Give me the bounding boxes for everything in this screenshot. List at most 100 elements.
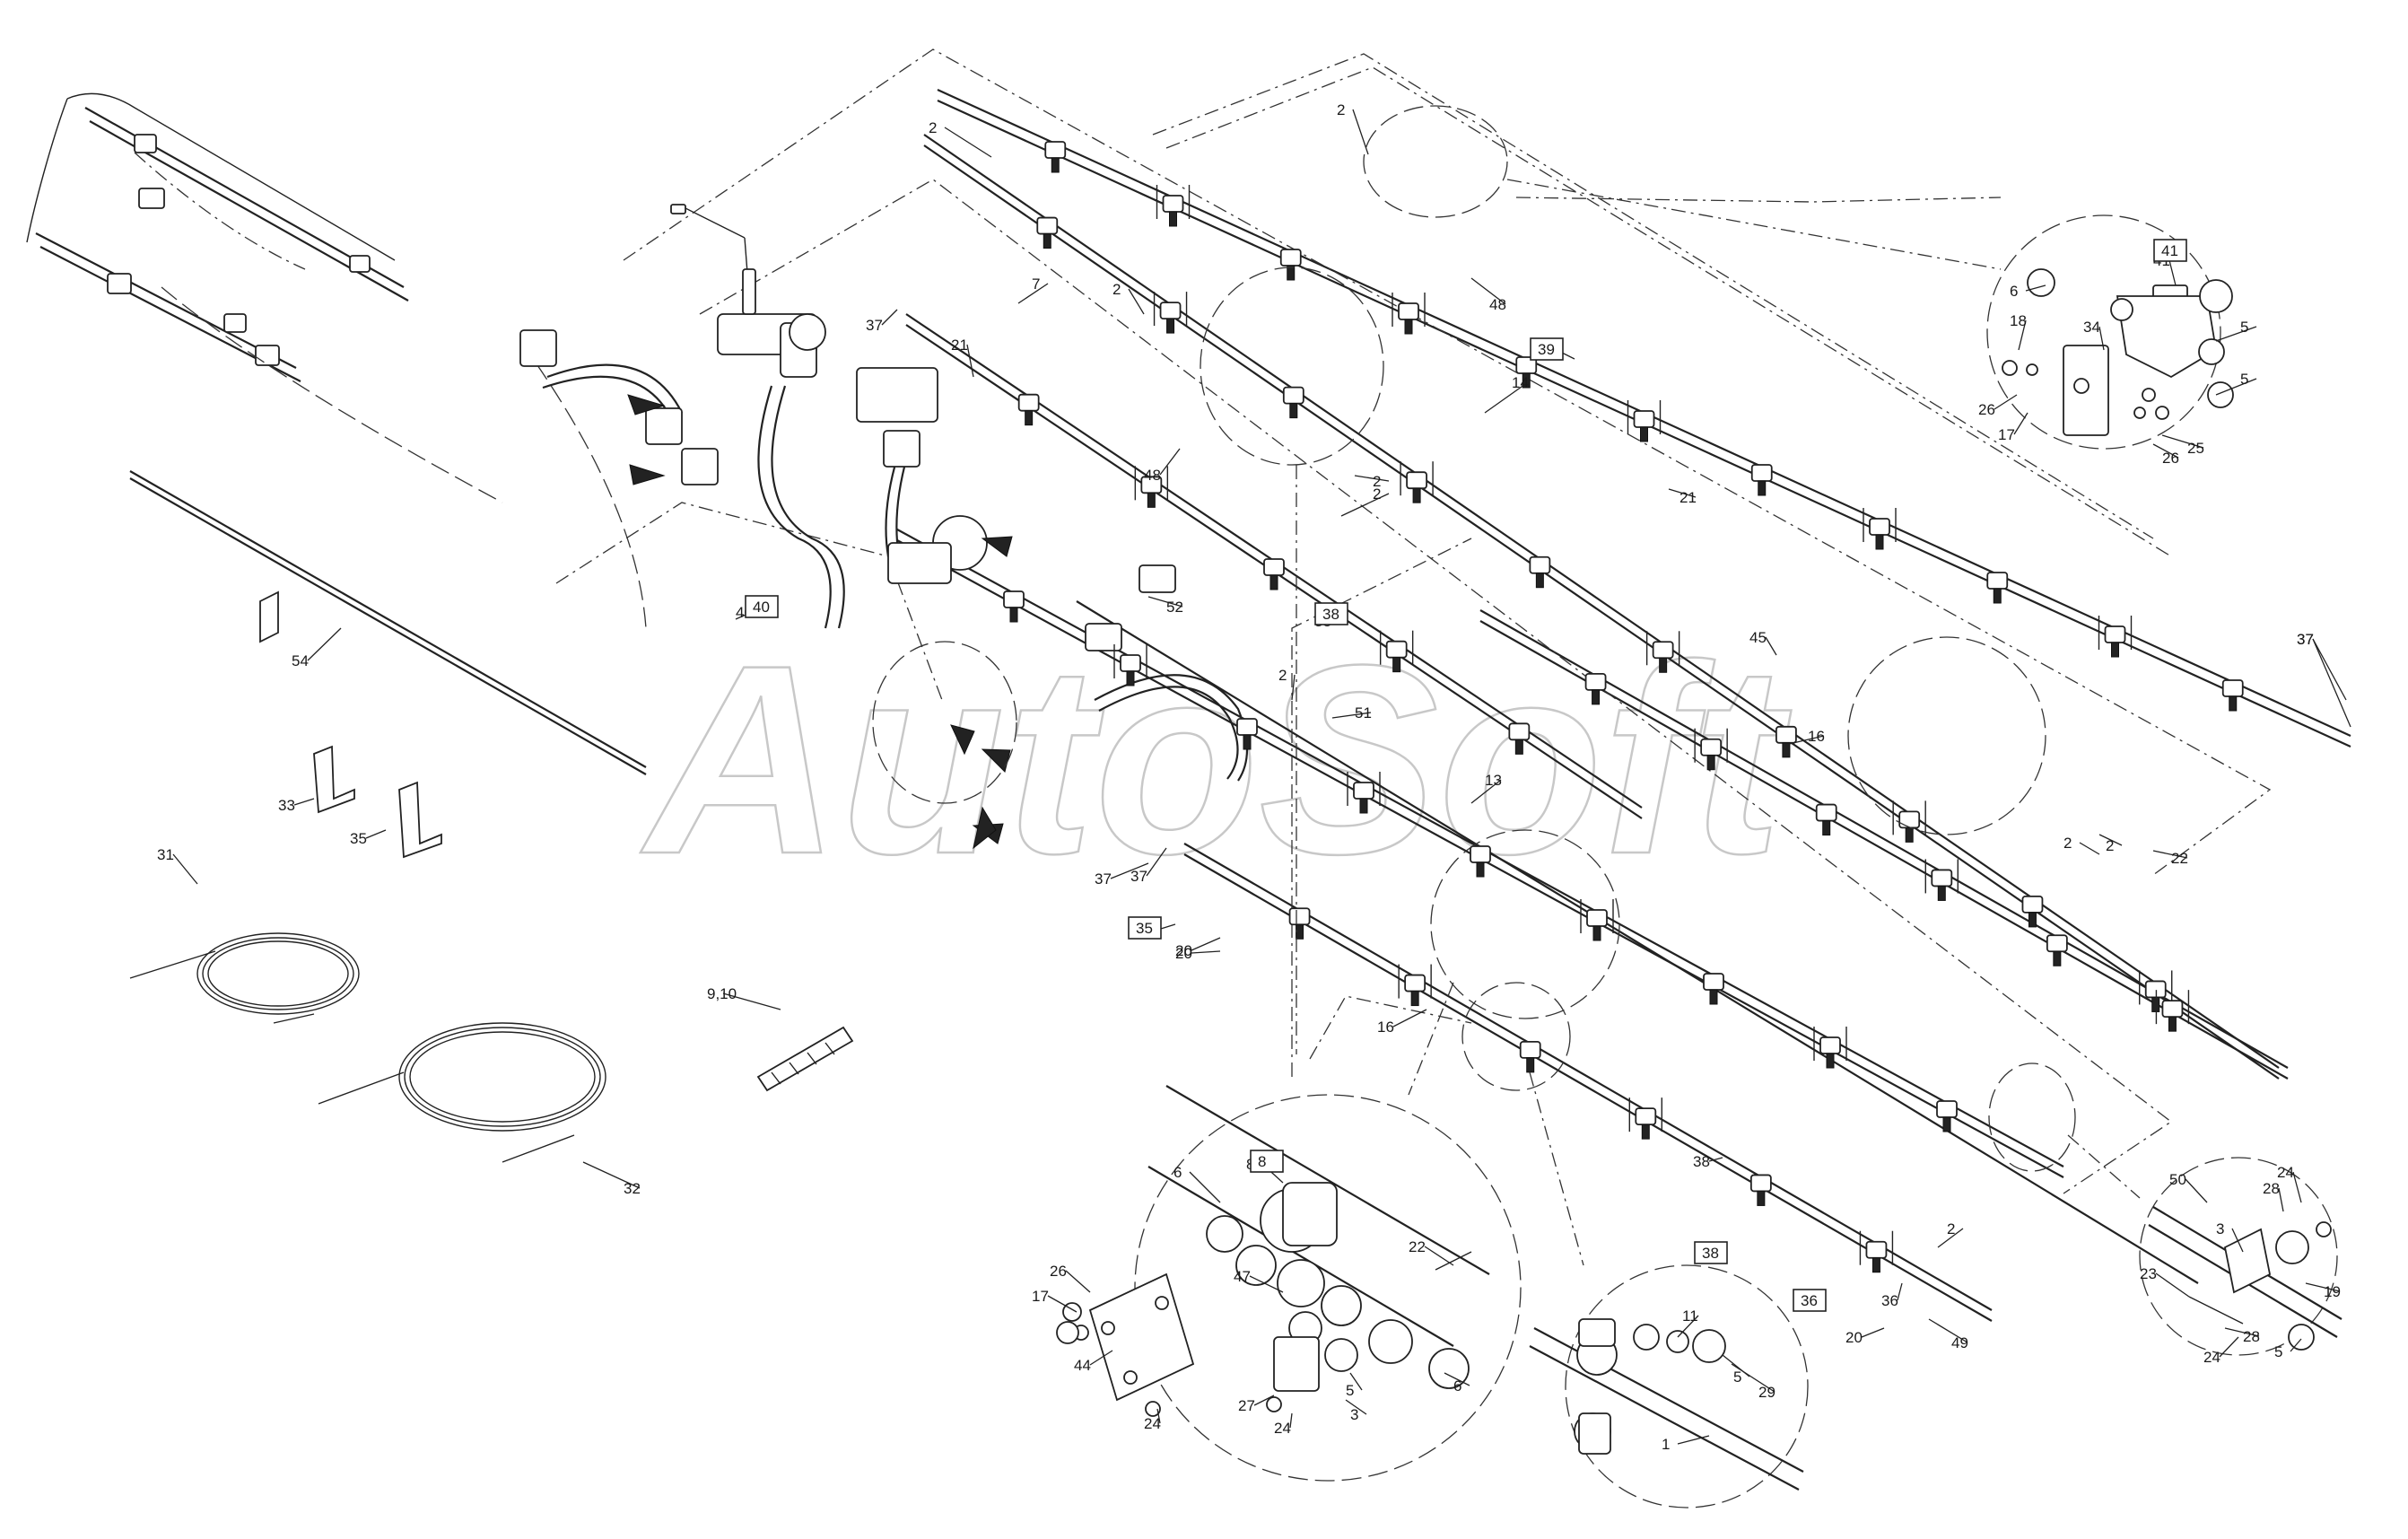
callout-leader [1677,1315,1699,1338]
nozzle-body [1379,630,1414,673]
callout-label: 27 [1238,1397,1255,1414]
callout-leader [1708,1157,1723,1162]
nozzle-body [1036,216,1059,249]
callout-label: 1 [1662,1436,1670,1453]
callout-label: 17 [1998,426,2015,443]
nozzle-body [1749,1174,1772,1206]
callout-label: 24 [2277,1164,2294,1181]
nozzle-body [1156,185,1191,227]
nozzle-body [1398,964,1432,1007]
detail-circle-right-small [1988,1062,2076,1172]
callout-label: 16 [1377,1019,1394,1036]
callout-label: 20 [1175,945,1192,962]
callout-label: 2 [1278,667,1287,684]
nozzle-body [1627,400,1662,442]
flow-arrows [627,394,1013,850]
nozzle-body [2098,616,2133,658]
callout-label: 54 [292,652,309,669]
nozzle-body [2155,990,2190,1032]
callout-label: 2 [1373,485,1381,503]
detail-circle-11 [1565,1264,1809,1508]
callout-leader [2312,638,2347,701]
callout-label: 6 [1453,1377,1461,1395]
callout-label: 24 [1144,1415,1161,1432]
nozzle-body [1936,1100,1958,1132]
loose-parts [129,590,854,1163]
callout-leader [1147,596,1183,608]
callout-leader [944,127,992,158]
callout-label: 26 [1050,1263,1067,1280]
detail-circles [872,105,2338,1508]
callout-leader [582,1161,641,1189]
nozzle-body [1694,728,1728,771]
callout-label: 7 [1032,275,1040,293]
callout-label: 50 [2169,1171,2186,1188]
callout-leader [307,627,342,661]
nozzle-body [1529,555,1551,589]
callout-label: 20 [1845,1329,1863,1346]
callout-leader [722,992,781,1010]
callout-label: 31 [157,846,174,863]
callout-leader [172,853,198,885]
callout-leader [1424,1246,1454,1266]
callout-label: 2 [1337,101,1345,118]
callout-leader [966,344,974,378]
nozzle-body [2139,970,2173,1012]
callout-leader [1345,1399,1367,1415]
nozzle-body [1645,631,1680,673]
callout-label: 45 [1749,629,1767,646]
callout-label: 5 [1733,1368,1741,1386]
nozzle-body [1113,644,1147,686]
detail-8-parts [1056,1085,1490,1417]
nozzle-body [1288,907,1311,940]
callout-label: 29 [1758,1384,1775,1401]
boxed-callout: 38 [1694,1241,1728,1264]
callout-label: 2 [1112,281,1121,298]
svg-text:38: 38 [1322,606,1339,623]
callout-label: 37 [866,317,883,334]
nozzle-body [1347,772,1381,814]
callout-leader [1331,712,1372,719]
callout-label: 48 [1489,296,1506,313]
nozzle-body [1519,1040,1541,1073]
callout-leader [1484,381,1529,414]
nozzle-body [1892,800,1926,843]
callout-leader [2018,319,2027,351]
callout-leader [2168,259,2177,286]
callout-leader [2215,378,2257,396]
callout-label: 26 [1978,401,1995,418]
svg-text:36: 36 [1801,1292,1818,1309]
nozzle-body [1580,899,1614,941]
callout-label: 5 [2240,319,2248,336]
callout-label: 5 [2274,1343,2282,1360]
callout-leader [2185,1178,2208,1203]
callout-label: 2 [2106,837,2114,854]
callout-label: 16 [1808,728,1825,745]
detail-circle-41 [1986,214,2221,450]
callout-leader [1392,1009,1427,1027]
detail-41-parts [2002,268,2234,436]
valve-manifold [519,204,1249,782]
callout-label: 14 [1512,374,1529,391]
callout-leader [2312,638,2351,728]
callout-leader [293,798,315,806]
callout-leader [1191,950,1221,954]
callout-label: 5 [2240,371,2248,388]
callout-leader [1994,394,2018,410]
callout-label: 32 [624,1180,641,1197]
callout-label: 5 [1346,1382,1354,1399]
callout-leader [881,309,898,326]
callout-leader [2292,1171,2302,1203]
callout-label: 6 [2010,283,2018,300]
nozzle-body [1470,845,1491,878]
callout-leader [1928,1318,1968,1343]
callout-leader [2079,842,2100,855]
callout-leader [1065,1270,1091,1293]
callout-leader [1253,1395,1275,1406]
nozzle-body [1515,356,1538,389]
callout-label: 33 [278,797,295,814]
nozzle-body [1279,249,1302,281]
nozzle-body [1750,464,1773,496]
detail-circle-upper [1200,267,1384,466]
nozzle-body [1508,722,1531,755]
